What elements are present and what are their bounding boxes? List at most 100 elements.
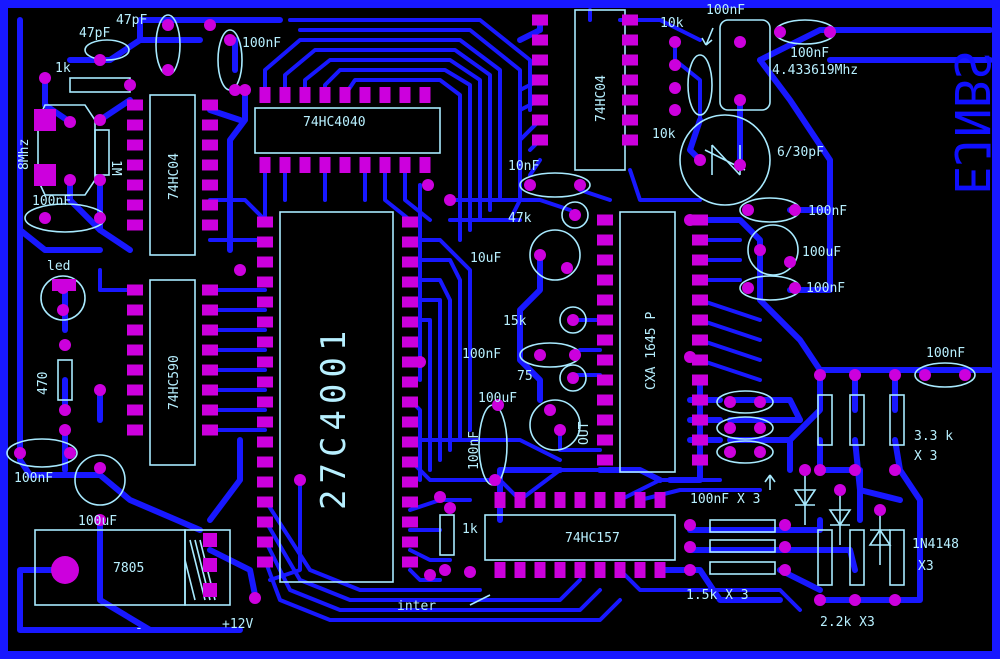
pad [554, 424, 566, 436]
pad [774, 26, 786, 38]
pad [597, 254, 613, 266]
pad [532, 114, 548, 126]
label-inter: inter [397, 599, 436, 614]
chip-outline-u7 [484, 514, 676, 561]
pad [202, 384, 218, 396]
pad [414, 356, 426, 368]
pad [754, 244, 766, 256]
pad [64, 174, 76, 186]
pad [257, 536, 273, 548]
pad [257, 236, 273, 248]
label-c-10uf: 10uF [470, 251, 501, 266]
pad [162, 64, 174, 76]
pad [919, 369, 931, 381]
pad [554, 492, 566, 508]
pad [402, 536, 418, 548]
pad [424, 569, 436, 581]
label-c-100uf-r: 100uF [802, 245, 841, 260]
label-d-1n4148: 1N4148 [912, 537, 959, 552]
pad [419, 157, 431, 173]
pad [634, 562, 646, 578]
pad [597, 334, 613, 346]
pad [597, 214, 613, 226]
pad [259, 87, 271, 103]
pad [59, 404, 71, 416]
pad [692, 234, 708, 246]
pad [779, 564, 791, 576]
pad [814, 369, 826, 381]
label-plus12: +12V [222, 617, 253, 632]
pad [532, 34, 548, 46]
pad [444, 194, 456, 206]
pad [692, 334, 708, 346]
pad [494, 492, 506, 508]
pad [724, 446, 736, 458]
pad [799, 464, 811, 476]
label-r-33k: 3.3 k [914, 429, 953, 444]
pad [124, 79, 136, 91]
pad [492, 399, 504, 411]
label-c-100nf-left: 100nF [32, 194, 71, 209]
pad [202, 139, 218, 151]
pad [889, 464, 901, 476]
pad [402, 356, 418, 368]
pad [849, 464, 861, 476]
pad [597, 374, 613, 386]
pad [257, 356, 273, 368]
pad [127, 424, 143, 436]
label-minus: - [135, 621, 143, 636]
pad [597, 414, 613, 426]
pad [622, 94, 638, 106]
pad [257, 396, 273, 408]
silk-labels: 47pF 47pF 1k 100nF 8Mhz 1M 100nF led 470… [14, 3, 999, 636]
label-x3-b: X3 [918, 559, 934, 574]
pad [419, 87, 431, 103]
pads [14, 14, 971, 606]
pad [692, 254, 708, 266]
pad [402, 456, 418, 468]
pad [234, 264, 246, 276]
pad [444, 502, 456, 514]
pad [59, 339, 71, 351]
pad [202, 179, 218, 191]
pad [597, 234, 613, 246]
pad [439, 564, 451, 576]
pad [257, 476, 273, 488]
pad [359, 157, 371, 173]
pad [734, 36, 746, 48]
pad [402, 556, 418, 568]
pad [202, 424, 218, 436]
pad [779, 541, 791, 553]
pad [94, 212, 106, 224]
pad [64, 279, 76, 291]
label-r-1k-top: 1k [55, 61, 71, 76]
pad [257, 556, 273, 568]
pad [514, 562, 526, 578]
chip-outline-u5 [574, 9, 626, 171]
label-r-1m: 1M [108, 160, 123, 176]
label-c-100nf-mid: 100nF [462, 347, 501, 362]
pad [339, 87, 351, 103]
pad [669, 82, 681, 94]
pad [257, 516, 273, 528]
pad [127, 304, 143, 316]
pad [257, 276, 273, 288]
pad [622, 134, 638, 146]
pad [561, 262, 573, 274]
pad [359, 87, 371, 103]
pad [614, 562, 626, 578]
pad [622, 54, 638, 66]
pad [402, 316, 418, 328]
pad [202, 364, 218, 376]
pad [402, 236, 418, 248]
pad [754, 422, 766, 434]
pad [94, 462, 106, 474]
pad [684, 351, 696, 363]
pad [94, 514, 106, 526]
pad [402, 516, 418, 528]
pad [692, 294, 708, 306]
chip-label-u1: 74HC04 [167, 153, 182, 200]
label-c-10nf: 10nF [508, 159, 539, 174]
pad [874, 504, 886, 516]
